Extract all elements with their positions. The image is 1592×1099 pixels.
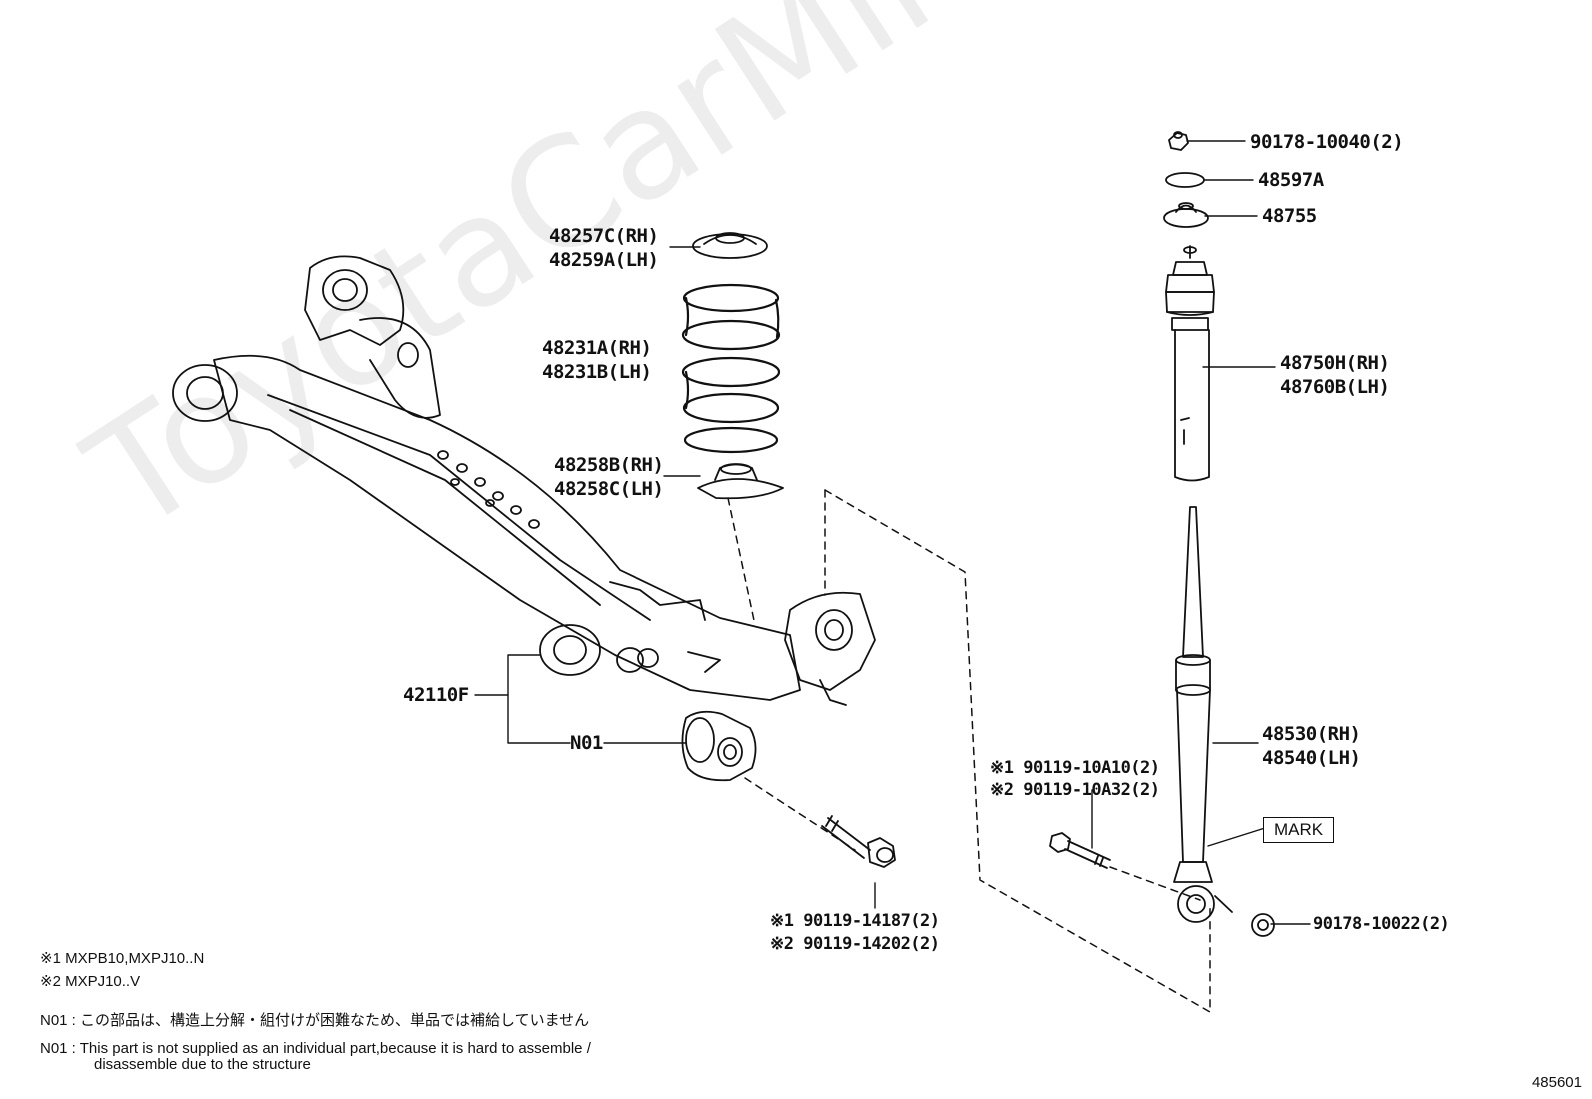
label-lower-seat-rh: 48258B(RH): [554, 454, 664, 476]
label-spring-lh: 48231B(LH): [542, 361, 652, 383]
shock-absorber-icon: [1173, 506, 1233, 923]
lower-nut-icon: [1251, 913, 1275, 937]
footnote-2: ※2 MXPJ10..V: [40, 973, 141, 990]
note-n01-english-1: N01 : This part is not supplied as an in…: [40, 1040, 591, 1057]
coil-spring-icon: [681, 283, 781, 454]
label-beam-bolt-1: ※1 90119-14187(2): [770, 911, 940, 931]
support-icon: [1163, 202, 1209, 228]
axle-beam-icon: [172, 255, 876, 706]
lower-spring-seat-icon: [697, 463, 784, 500]
label-upper-seat-lh: 48259A(LH): [549, 249, 659, 271]
label-shock-upper-rh: 48750H(RH): [1280, 352, 1390, 374]
top-nut-icon: [1168, 131, 1189, 151]
mark-label: MARK: [1263, 817, 1335, 843]
shock-bolt-icon: [1049, 832, 1111, 869]
label-shock-lh: 48540(LH): [1262, 747, 1361, 769]
footnote-1: ※1 MXPB10,MXPJ10..N: [40, 950, 205, 967]
label-lower-seat-lh: 48258C(LH): [554, 478, 664, 500]
diagram-id: 485601: [1531, 1074, 1582, 1091]
label-nut-top: 90178-10040(2): [1250, 131, 1404, 153]
note-n01-japanese: N01 : この部品は、構造上分解・組付けが困難なため、単品では補給していません: [40, 1012, 590, 1029]
beam-bolt-icon: [821, 815, 896, 868]
label-shock-bolt-1: ※1 90119-10A10(2): [990, 758, 1160, 778]
label-nut-lower: 90178-10022(2): [1313, 914, 1450, 934]
note-n01-english-2: disassemble due to the structure: [94, 1056, 311, 1073]
washer-icon: [1165, 172, 1205, 188]
upper-spring-seat-icon: [692, 232, 768, 259]
shock-boot-icon: [1165, 245, 1215, 482]
label-shock-upper-lh: 48760B(LH): [1280, 376, 1390, 398]
label-beam-bolt-2: ※2 90119-14202(2): [770, 934, 940, 954]
label-shock-rh: 48530(RH): [1262, 723, 1361, 745]
label-beam: 42110F: [403, 684, 469, 706]
label-upper-seat-rh: 48257C(RH): [549, 225, 659, 247]
label-bushing: N01: [570, 732, 603, 754]
label-washer: 48597A: [1258, 169, 1324, 191]
label-support: 48755: [1262, 205, 1317, 227]
label-spring-rh: 48231A(RH): [542, 337, 652, 359]
label-shock-bolt-2: ※2 90119-10A32(2): [990, 780, 1160, 800]
bushing-icon: [681, 710, 757, 782]
leader-lines: [474, 140, 1311, 925]
